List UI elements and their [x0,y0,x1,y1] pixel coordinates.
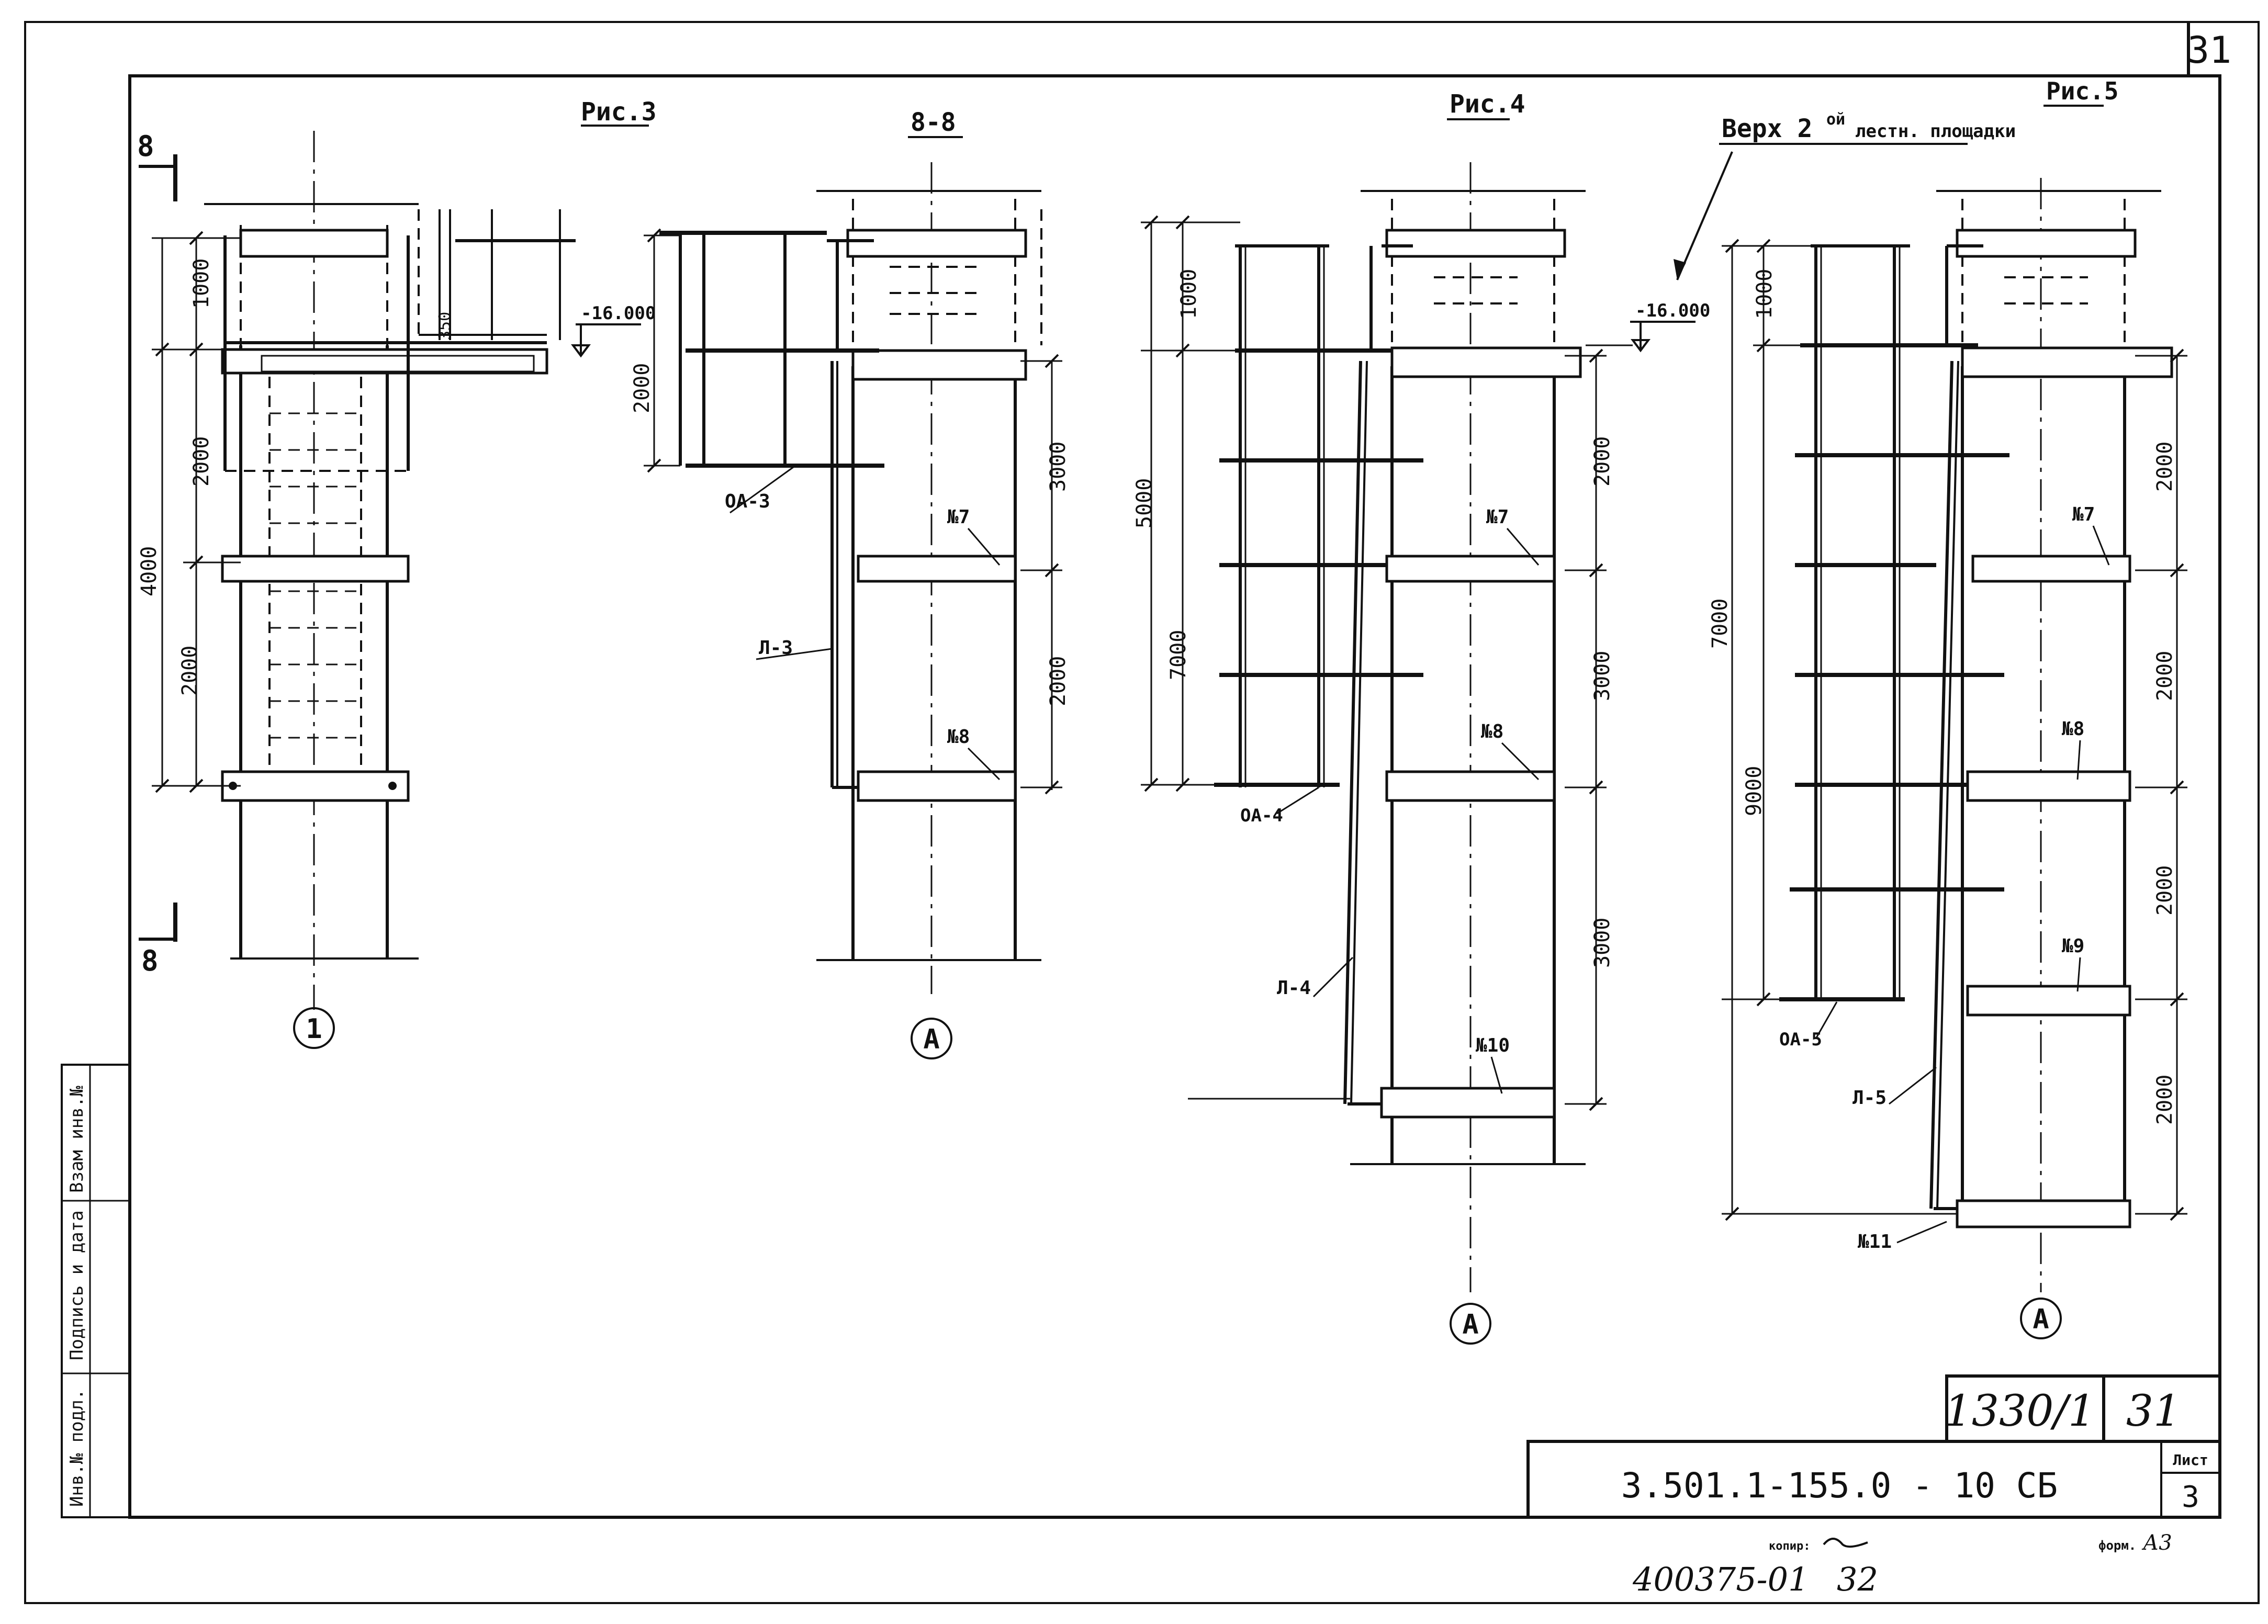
fig4-dim-3: 2000 [1590,436,1614,487]
label-n8c: №8 [2061,718,2084,740]
outer-frame [24,21,2260,1604]
format-label: форм. [2098,1538,2136,1553]
fig5-axis-marker: А [2033,1304,2049,1335]
inventory-number: 400375-01 [1632,1560,1809,1598]
svg-text:8: 8 [141,944,159,977]
section-dim-0: 2000 [630,363,654,413]
section-axis-marker: А [923,1024,939,1055]
label-oa4: ОА-4 [1240,805,1283,826]
sheet-number: 3 [2182,1480,2199,1514]
footer: копир: форм. А3 400375-01 32 [1632,1531,2172,1598]
svg-text:8: 8 [137,130,154,163]
fig3-elevation: -16.000 [581,303,656,324]
fig3-dim-3: 2000 [178,646,202,696]
fig5-dim-0: 1000 [1753,269,1777,319]
label-n8b: №8 [1480,721,1503,742]
format-value: А3 [2141,1531,2172,1555]
platform-note-text: Верх 2 [1722,114,1812,143]
fig5-dim-5: 2000 [2153,865,2177,916]
label-n7c: №7 [2072,504,2095,525]
caption-fig5: Рис.5 [2046,77,2118,105]
fig3-dim-2: 4000 [137,546,161,596]
fig4-axis-marker: А [1462,1309,1478,1340]
fig4-dim-4: 3000 [1590,651,1614,701]
label-n8a: №8 [947,726,970,748]
fig3-band-bottom [221,770,410,802]
fig5-view: 1000 7000 9000 2000 2000 2000 2000 ОА-5 … [1708,178,2187,1339]
side-stamp: Инв.№ подл. Подпись и дата Взам инв.№ [61,1064,131,1518]
archive-sheet: 31 [2126,1386,2181,1436]
label-oa5: ОА-5 [1779,1029,1822,1050]
fig5-dim-6: 2000 [2153,1075,2177,1125]
copied-label: копир: [1769,1540,1810,1553]
fig5-dim-2: 9000 [1742,766,1766,816]
fig4-dim-5: 3000 [1590,918,1614,968]
label-l5: Л-5 [1852,1087,1887,1109]
stamp-inv-podl: Инв.№ подл. [66,1389,87,1507]
caption-fig4: Рис.4 [1450,89,1525,119]
inner-frame [128,74,2221,1519]
section-mark-bottom: 8 [139,903,177,977]
fig4-dim-0: 1000 [1177,269,1201,319]
fig4-view: 1000 5000 7000 2000 3000 3000 -16.000 ОА… [1132,162,1710,1345]
label-l3: Л-3 [759,637,793,659]
inventory-sheet: 32 [1837,1560,1878,1598]
fig3-axis-marker: 1 [306,1013,322,1045]
label-n9: №9 [2061,935,2084,957]
sheet-label: Лист [2173,1451,2208,1469]
label-n11: №11 [1857,1231,1892,1253]
caption-section: 8-8 [911,108,956,137]
fig4-dim-2: 7000 [1166,630,1191,680]
section-mark-top: 8 [137,130,177,201]
fig5-dim-3: 2000 [2153,442,2177,492]
fig4-dim-1: 5000 [1132,478,1157,528]
copied-signature [1823,1538,1868,1548]
fig3-dim-0: 1000 [189,258,214,309]
section-view: 3000 2000 2000 ОА-3 Л-3 №7 №8 А [630,162,1070,1059]
fig3-dim-1: 2000 [189,436,214,487]
stamp-signature-date: Подпись и дата [66,1210,87,1360]
caption-fig3: Рис.3 [581,97,657,127]
doc-number: 3.501.1-155.0 - 10 СБ [1621,1465,2058,1506]
fig5-dim-1: 7000 [1708,599,1732,649]
fig5-dim-4: 2000 [2153,651,2177,701]
archive-number: 1330/1 [1945,1386,2095,1436]
fig4-elevation: -16.000 [1635,300,1710,321]
platform-note-sup: ой [1826,110,1845,129]
title-block: 1330/1 31 3.501.1-155.0 - 10 СБ Лист 3 [1526,1374,2221,1519]
label-n7b: №7 [1486,506,1509,528]
corner-number: 31 [2187,29,2231,72]
stamp-vzam-inv: Взам инв.№ [66,1086,87,1193]
label-oa3: ОА-3 [725,491,770,512]
fig3-band-mid [221,555,410,583]
section-dim-1: 3000 [1046,442,1070,492]
fig3-dim-4: 350 [436,312,454,340]
label-n10: №10 [1475,1035,1510,1056]
section-dim-2: 2000 [1046,656,1070,706]
fig3-view: 1000 2000 4000 2000 350 -16.000 1 [137,131,656,1049]
label-l4: Л-4 [1277,977,1311,999]
platform-note-tail: лестн. площадки [1855,121,2016,142]
platform-note: Верх 2 ой лестн. площадки [1674,110,2016,280]
label-n7a: №7 [947,506,970,528]
